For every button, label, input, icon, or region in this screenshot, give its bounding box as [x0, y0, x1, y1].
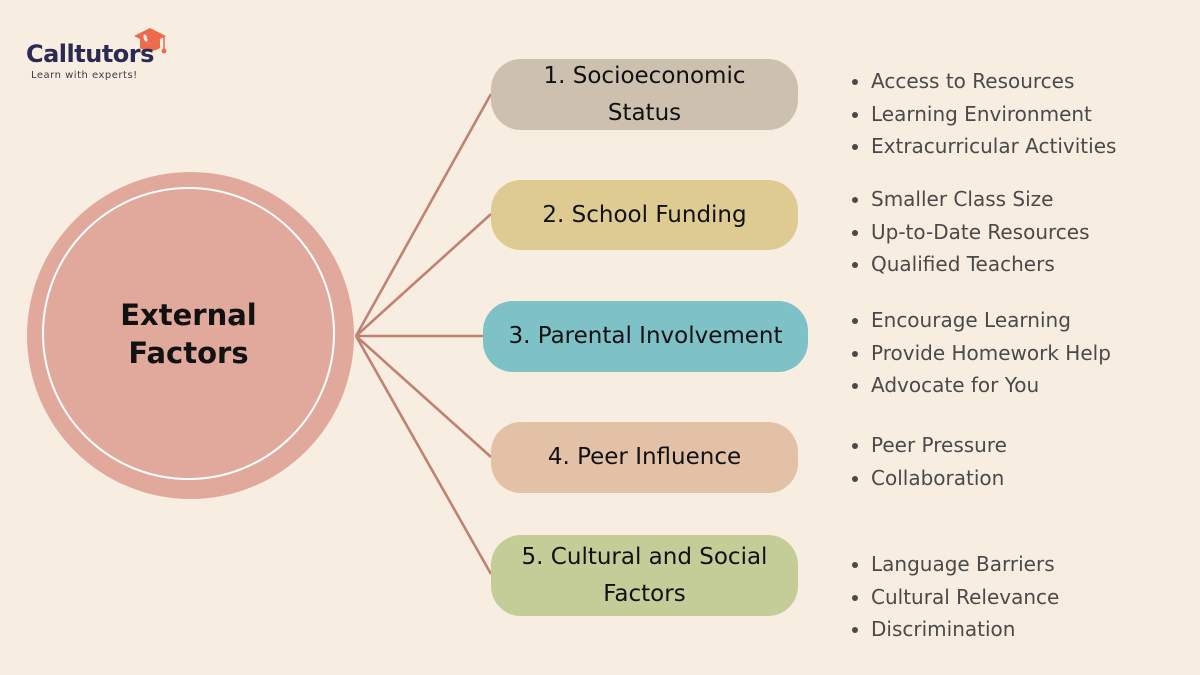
bullet-list-parental-involvement: Encourage Learning Provide Homework Help…	[850, 304, 1111, 402]
factor-box-cultural-social: 5. Cultural and Social Factors	[491, 535, 798, 616]
hub-title: External Factors	[120, 297, 257, 370]
list-item: Language Barriers	[850, 548, 1059, 581]
factor-box-school-funding: 2. School Funding	[491, 180, 798, 250]
factor-label: 2. School Funding	[542, 201, 747, 228]
factor-label: 3. Parental Involvement	[508, 323, 783, 349]
bullet-list-peer-influence: Peer Pressure Collaboration	[850, 429, 1007, 494]
hub-inner-ring: External Factors	[42, 187, 335, 480]
calltutors-logo: Calltutors Learn with experts!	[26, 22, 176, 82]
factor-label: 4. Peer Influence	[547, 444, 742, 470]
connector-1	[354, 93, 493, 337]
list-item: Peer Pressure	[850, 429, 1007, 462]
list-item: Qualified Teachers	[850, 248, 1090, 281]
factor-label: 5. Cultural and Social Factors	[521, 543, 768, 607]
connector-4	[355, 335, 492, 458]
connector-5	[354, 335, 493, 575]
list-item: Discrimination	[850, 613, 1059, 646]
factor-box-parental-involvement: 3. Parental Involvement	[483, 301, 808, 372]
bullet-list-socioeconomic: Access to Resources Learning Environment…	[850, 65, 1116, 163]
logo-name: Calltutors	[26, 40, 154, 68]
list-item: Advocate for You	[850, 369, 1111, 402]
list-item: Smaller Class Size	[850, 183, 1090, 216]
factor-label: 1. Socioeconomic Status	[543, 62, 746, 126]
list-item: Encourage Learning	[850, 304, 1111, 337]
list-item: Cultural Relevance	[850, 581, 1059, 614]
connector-2	[355, 213, 492, 337]
bullet-list-cultural-social: Language Barriers Cultural Relevance Dis…	[850, 548, 1059, 646]
list-item: Extracurricular Activities	[850, 130, 1116, 163]
list-item: Provide Homework Help	[850, 337, 1111, 370]
graduation-cap-phone-icon	[134, 28, 167, 54]
factor-box-socioeconomic: 1. Socioeconomic Status	[491, 59, 798, 130]
factor-box-peer-influence: 4. Peer Influence	[491, 422, 798, 493]
bullet-list-school-funding: Smaller Class Size Up-to-Date Resources …	[850, 183, 1090, 281]
logo-tagline: Learn with experts!	[31, 70, 138, 81]
list-item: Collaboration	[850, 462, 1007, 495]
list-item: Up-to-Date Resources	[850, 216, 1090, 249]
list-item: Learning Environment	[850, 98, 1116, 131]
list-item: Access to Resources	[850, 65, 1116, 98]
